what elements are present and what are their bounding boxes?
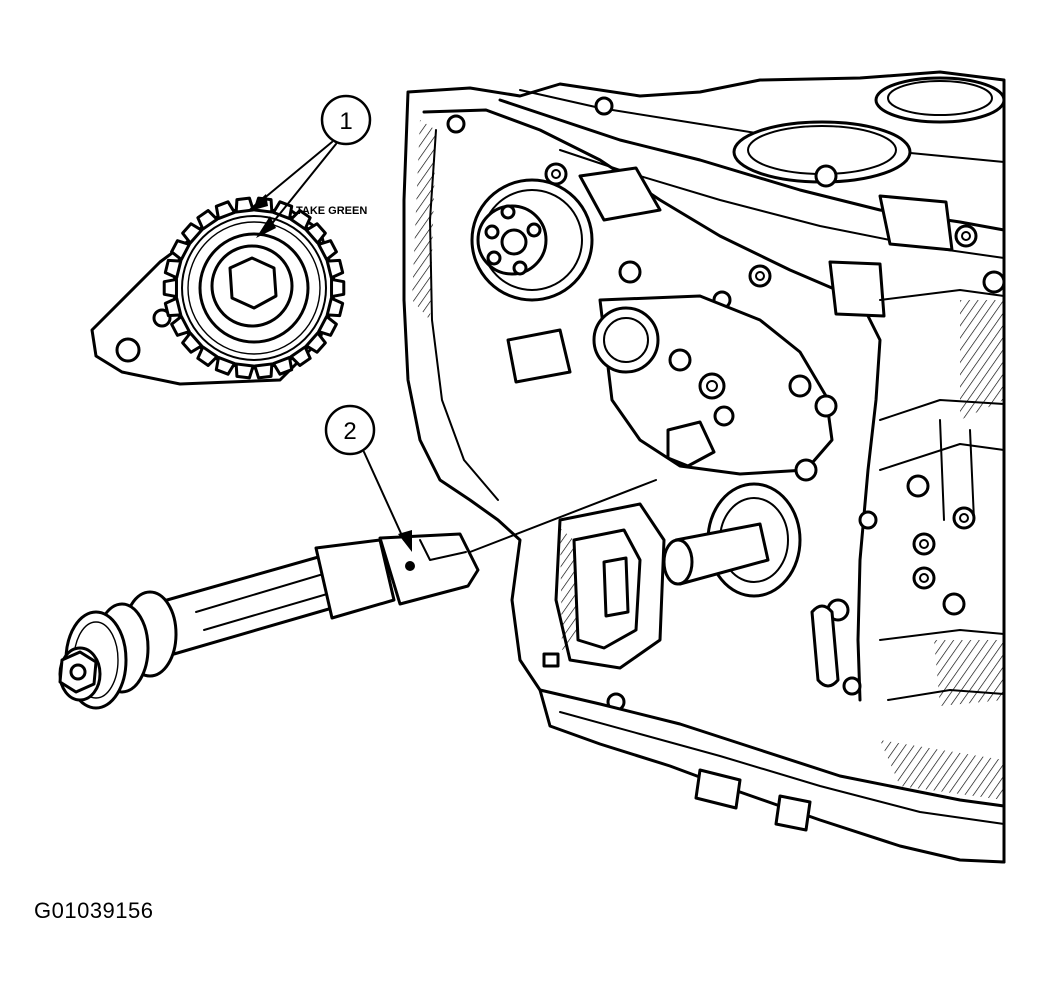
gear-tooth	[317, 239, 338, 262]
gear-tooth	[170, 239, 191, 262]
camshaft-sprocket	[470, 178, 594, 302]
gear-tooth	[170, 314, 191, 337]
gear-tooth	[162, 277, 178, 299]
gear-tooth	[289, 209, 312, 231]
gear-tooth	[214, 200, 237, 221]
callout-2-label: 2	[343, 418, 356, 445]
gear-tooth	[330, 277, 346, 299]
gear-tooth	[163, 296, 183, 318]
figure-id-label: G01039156	[34, 898, 154, 923]
callout-2: 2	[324, 404, 412, 552]
gear-tooth	[234, 362, 255, 380]
gear-tooth	[289, 345, 312, 367]
tensioner-sprocket-detail: TAKE GREEN	[90, 196, 367, 386]
gear-tooth	[196, 209, 219, 231]
gear-tooth	[304, 222, 327, 245]
sprocket-marking: TAKE GREEN	[296, 205, 367, 217]
gear-tooth	[325, 296, 345, 318]
callout-1-label: 1	[339, 108, 352, 135]
gear-tooth	[271, 355, 294, 376]
gear-tooth	[196, 345, 219, 367]
crank-tool-detail	[58, 532, 480, 710]
gear-tooth	[163, 258, 183, 280]
gear-tooth	[214, 355, 237, 376]
gear-tooth	[325, 258, 345, 280]
gear-tooth	[253, 362, 274, 380]
gear-tooth	[181, 222, 204, 245]
gear-tooth	[317, 314, 338, 337]
gear-tooth	[304, 331, 327, 354]
engine-block	[402, 70, 1006, 864]
gear-tooth	[181, 331, 204, 354]
callout-1: 1	[246, 94, 372, 238]
alignment-leader-line	[469, 479, 657, 553]
